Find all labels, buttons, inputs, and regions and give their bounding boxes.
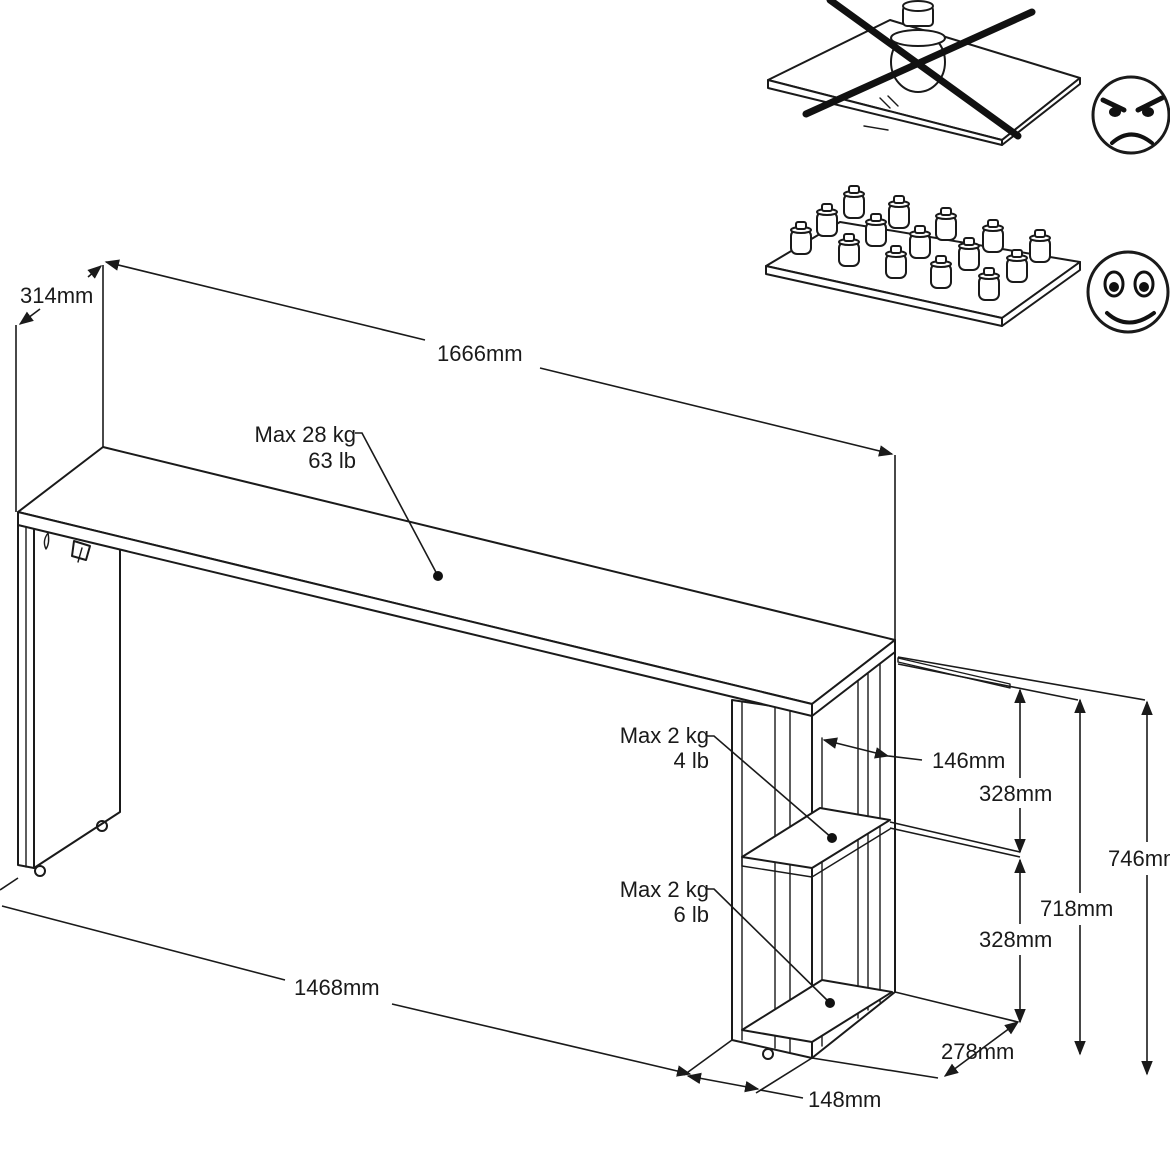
- label-total-height: 746mm: [1108, 846, 1170, 871]
- weight-icon: [790, 221, 812, 255]
- weight-icon: [1006, 249, 1028, 283]
- label-shelf-height-lower: 328mm: [979, 927, 1052, 952]
- weight-icon: [843, 185, 865, 219]
- weight-icon: [838, 233, 860, 267]
- weight-icon: [888, 195, 910, 229]
- left-leg-panel: [17, 524, 121, 877]
- weight-icon: [865, 213, 887, 247]
- lower-shelf: [741, 979, 893, 1043]
- weight-icon: [978, 267, 1000, 301]
- label-lower-shelf-lb: 6 lb: [674, 902, 709, 927]
- label-inner-height: 718mm: [1040, 896, 1113, 921]
- weight-icon: [935, 207, 957, 241]
- happy-face-icon: [1086, 250, 1170, 334]
- labels: 314mm 1666mm Max 28 kg 63 lb Max 2 kg 4 …: [20, 283, 1170, 1112]
- table-top: [17, 446, 896, 717]
- load-callouts: [355, 432, 837, 1008]
- label-top-load-lb: 63 lb: [308, 448, 356, 473]
- label-column-depth: 278mm: [941, 1039, 1014, 1064]
- lower-shelf-load-point: [825, 998, 835, 1008]
- distributed-weights-icon: [765, 185, 1081, 327]
- label-upper-shelf-lb: 4 lb: [674, 748, 709, 773]
- weight-icon: [930, 255, 952, 289]
- concentrated-weight-crossed-icon: [767, 0, 1081, 146]
- weight-icon: [909, 225, 931, 259]
- weight-icon: [885, 245, 907, 279]
- top-load-point: [433, 571, 443, 581]
- label-upper-shelf-kg: Max 2 kg: [620, 723, 709, 748]
- dimension-lines: [0, 259, 1153, 1099]
- label-top-depth: 314mm: [20, 283, 93, 308]
- label-shelf-height-upper: 328mm: [979, 781, 1052, 806]
- label-top-width: 1666mm: [437, 341, 523, 366]
- desk-illustration: [17, 446, 896, 1060]
- weight-icon: [982, 219, 1004, 253]
- label-column-width: 148mm: [808, 1087, 881, 1112]
- weight-icon: [816, 203, 838, 237]
- label-base-width: 1468mm: [294, 975, 380, 1000]
- label-lower-shelf-kg: Max 2 kg: [620, 877, 709, 902]
- label-shelf-opening: 146mm: [932, 748, 1005, 773]
- upper-shelf-load-point: [827, 833, 837, 843]
- weight-icon: [958, 237, 980, 271]
- upper-shelf: [741, 807, 891, 869]
- weight-icon: [1029, 229, 1051, 263]
- angry-face-icon: [1091, 75, 1170, 155]
- label-top-load-kg: Max 28 kg: [255, 422, 357, 447]
- shelf-column: [731, 644, 896, 1060]
